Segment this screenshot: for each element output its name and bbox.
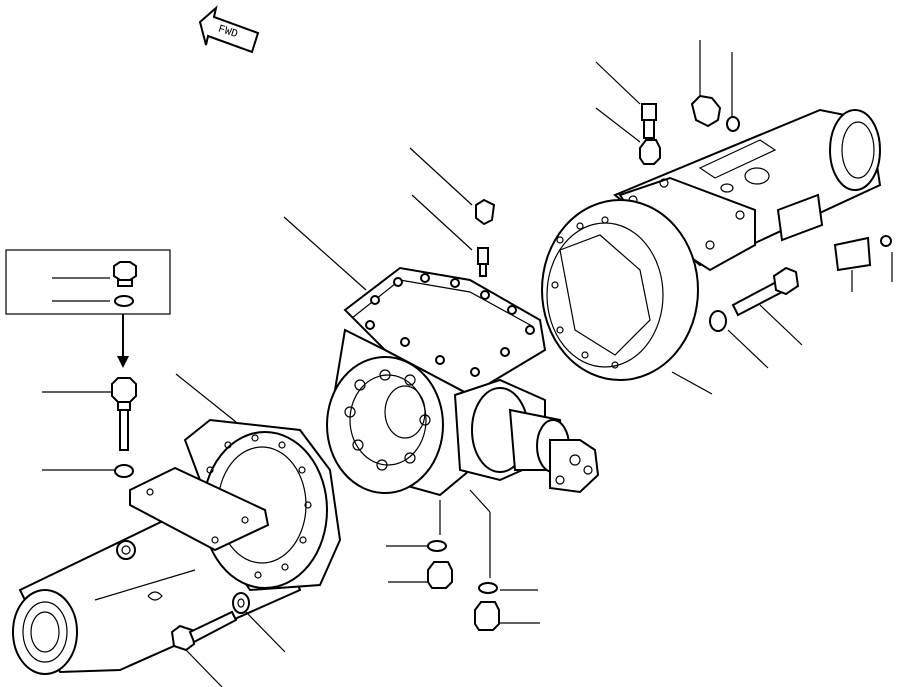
differential-carrier	[326, 266, 600, 497]
flange-holes	[344, 369, 431, 471]
leader-lines	[175, 216, 893, 423]
right-top-fittings	[595, 40, 740, 165]
cover-bolts	[365, 273, 535, 377]
left-plug-assembly	[42, 377, 137, 478]
right-flange-holes	[551, 216, 619, 369]
center-drain-plugs	[386, 489, 540, 631]
left-bolt-assembly	[170, 592, 286, 687]
flange-bolt-holes	[206, 434, 312, 579]
breather-fittings	[409, 147, 496, 277]
right-axle-housing	[541, 108, 892, 381]
left-axle-housing	[12, 418, 342, 675]
fwd-label: FWD	[216, 24, 239, 42]
inset-box	[5, 249, 171, 368]
washer-icon	[114, 295, 134, 307]
right-bolt-assembly	[709, 266, 803, 369]
forward-arrow-icon: FWD	[198, 5, 260, 54]
plug-icon	[113, 261, 137, 287]
